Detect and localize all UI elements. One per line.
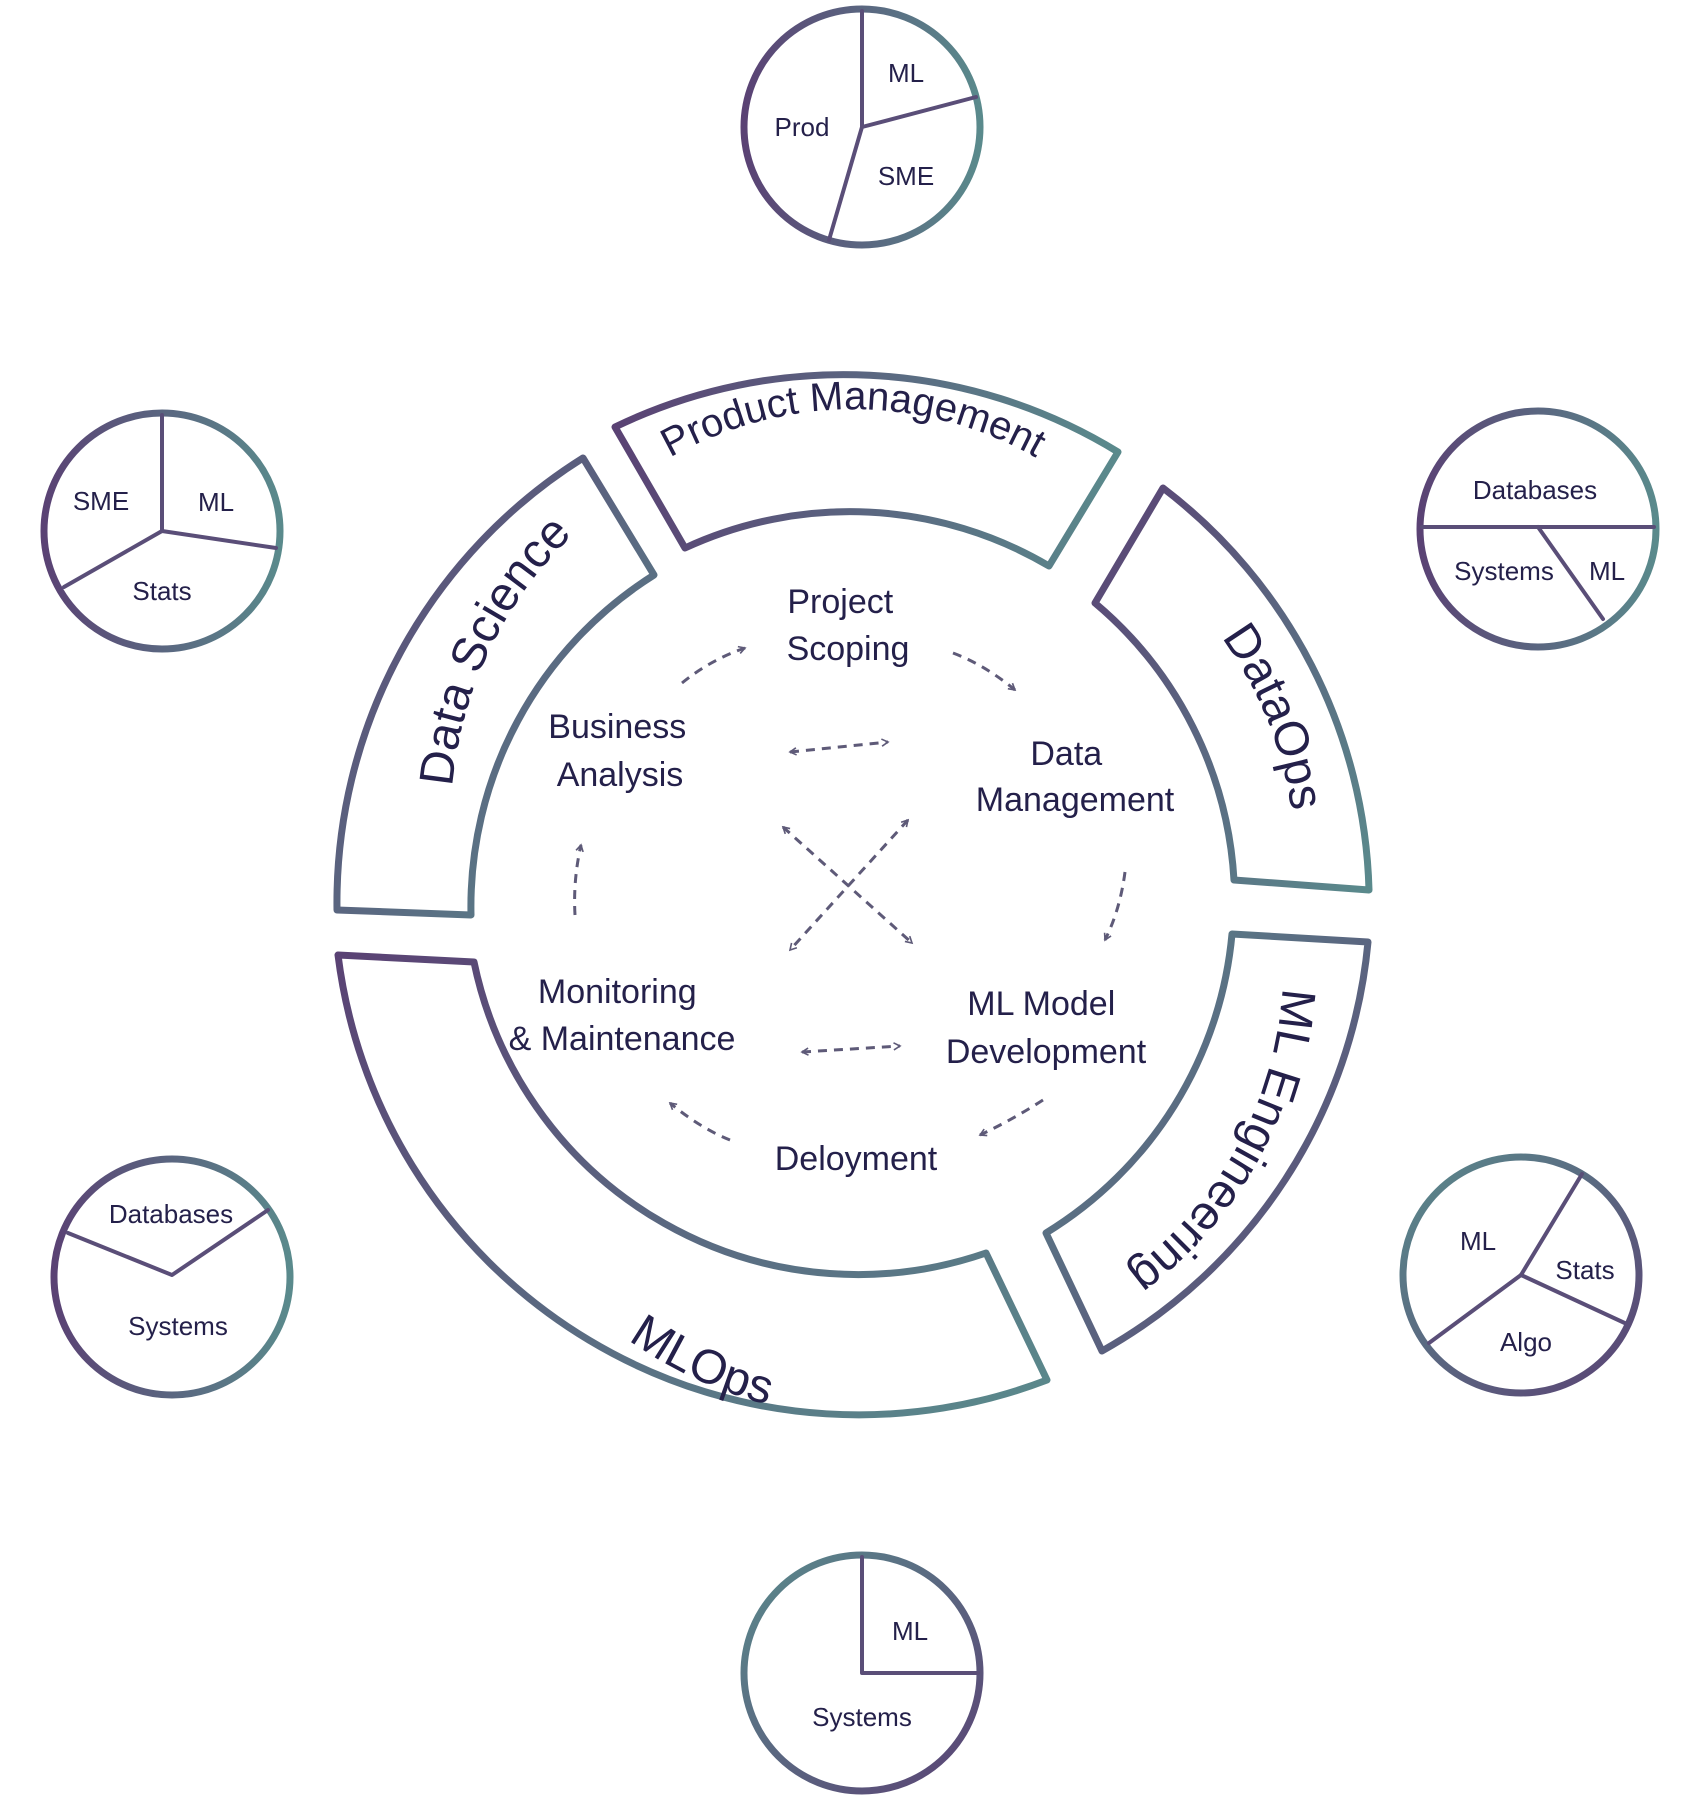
arrow-monitoring-model-bidirectional bbox=[800, 1042, 902, 1056]
pie-label-pm-ml: ML bbox=[888, 58, 924, 88]
skill-pie-mlops bbox=[50, 1155, 294, 1399]
pie-label-ds-sme: SME bbox=[73, 486, 129, 516]
arrow-scoping-to-data bbox=[952, 651, 1017, 692]
arrow-deployment-to-monitoring bbox=[668, 1101, 731, 1142]
arrow-business-data-bidirectional bbox=[788, 738, 890, 756]
stage-project-scoping: Project Scoping bbox=[787, 583, 910, 668]
arrow-data-to-model bbox=[1103, 871, 1127, 942]
arrow-business-to-scoping bbox=[681, 645, 747, 685]
arrow-monitoring-to-business bbox=[573, 843, 584, 916]
arrow-diagonal-2 bbox=[788, 818, 910, 952]
pie-label-pm-sme: SME bbox=[878, 161, 934, 191]
pie-label-ds-stats: Stats bbox=[132, 576, 191, 606]
skill-pie-ml-engineering bbox=[1399, 1153, 1643, 1397]
pie-label-mlops-systems: Systems bbox=[128, 1311, 228, 1341]
band-label-mlops: MLOps bbox=[622, 1305, 779, 1416]
pie-label-mle-ml: ML bbox=[1460, 1226, 1496, 1256]
pie-label-ds-ml: ML bbox=[198, 487, 234, 517]
pie-label-pm-prod: Prod bbox=[775, 112, 830, 142]
stage-business-analysis: Business Analysis bbox=[548, 708, 695, 794]
stage-monitoring-maintenance: Monitoring & Maintenance bbox=[509, 973, 736, 1058]
pie-label-dataops-databases: Databases bbox=[1473, 475, 1597, 505]
pie-label-bottom-ml: ML bbox=[892, 1616, 928, 1646]
stage-ml-model-development: ML Model Development bbox=[946, 985, 1147, 1071]
stage-data-management: Data Management bbox=[976, 735, 1175, 819]
pie-label-dataops-ml: ML bbox=[1589, 556, 1625, 586]
skill-pie-dataops bbox=[1416, 407, 1660, 651]
pie-label-dataops-systems: Systems bbox=[1454, 556, 1554, 586]
band-dataops bbox=[1091, 484, 1373, 894]
arrow-model-to-deployment bbox=[978, 1098, 1044, 1137]
band-ml-engineering bbox=[1042, 930, 1372, 1355]
pie-label-bottom-systems: Systems bbox=[812, 1702, 912, 1732]
pie-label-mlops-databases: Databases bbox=[109, 1199, 233, 1229]
band-product-management bbox=[611, 371, 1122, 570]
pie-label-mle-algo: Algo bbox=[1500, 1327, 1552, 1357]
pie-label-mle-stats: Stats bbox=[1555, 1255, 1614, 1285]
band-data-science bbox=[333, 454, 658, 919]
band-mlops bbox=[334, 951, 1051, 1419]
band-label-dataops: DataOps bbox=[1212, 614, 1333, 813]
stage-deployment: Deloyment bbox=[775, 1140, 938, 1178]
